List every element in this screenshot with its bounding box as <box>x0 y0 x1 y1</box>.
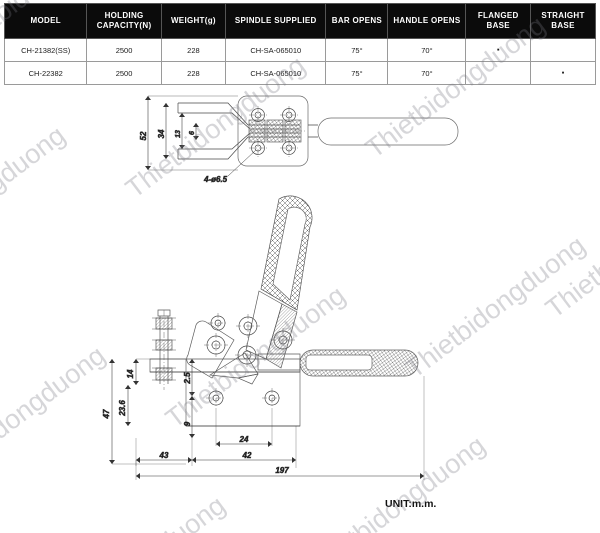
cell-straight-base: ▪ <box>530 61 596 85</box>
table-row: CH-22382 2500 228 CH-SA-065010 75° 70° ▪ <box>3 61 596 85</box>
dim-24-label: 24 <box>239 435 249 444</box>
column-header-holding-capacity-line2: CAPACITY(N) <box>96 21 152 30</box>
cell-flanged-base <box>465 61 532 85</box>
column-header-flanged-base: FLANGED BASE <box>465 3 532 39</box>
dim-9-label: 9 <box>183 421 192 426</box>
dim-47-label: 47 <box>102 409 111 419</box>
pivot-link-plate <box>208 352 259 385</box>
top-view-plan: 52 34 13 6 4-ø6.5 <box>139 95 459 184</box>
side-view-dimensions: 14 23.6 47 2.5 <box>102 358 425 480</box>
pivot-pins <box>204 313 295 367</box>
spindle-block-top-view <box>248 119 305 143</box>
horizontal-clamp-bar <box>257 349 419 377</box>
side-elevation-view: 14 23.6 47 2.5 <box>102 195 425 480</box>
dim-34-label: 34 <box>157 129 166 138</box>
column-header-holding-capacity: HOLDING CAPACITY(N) <box>86 3 162 39</box>
cell-model: CH-21382(SS) <box>3 38 88 62</box>
table-row: CH-21382(SS) 2500 228 CH-SA-065010 75° 7… <box>3 38 596 62</box>
cell-holding-capacity: 2500 <box>86 61 162 85</box>
cell-flanged-base: ▪ <box>465 38 532 62</box>
column-header-holding-capacity-line1: HOLDING <box>104 11 144 20</box>
handle-top-view <box>308 117 459 146</box>
dim-6-label: 6 <box>189 131 196 135</box>
column-header-straight-base: STRAIGHT BASE <box>530 3 596 39</box>
cell-holding-capacity: 2500 <box>86 38 162 62</box>
cell-weight: 228 <box>160 38 227 62</box>
column-header-handle-opens: HANDLE OPENS <box>387 3 467 39</box>
dim-52-label: 52 <box>139 131 148 140</box>
cell-weight: 228 <box>160 61 227 85</box>
top-view-dimensions: 52 34 13 6 4-ø6.5 <box>139 95 257 184</box>
dim-197-label: 197 <box>275 466 289 475</box>
toggle-clamp-technical-drawing: 52 34 13 6 4-ø6.5 <box>102 95 459 480</box>
cell-handle-opens: 70° <box>387 38 467 62</box>
cell-spindle-supplied: CH-SA-065010 <box>225 38 327 62</box>
dim-42-label: 42 <box>242 451 252 460</box>
column-header-weight: WEIGHT(g) <box>160 3 227 39</box>
cell-handle-opens: 70° <box>387 61 467 85</box>
dim-13-label: 13 <box>175 130 182 138</box>
cell-bar-opens: 75° <box>325 38 389 62</box>
column-header-model: MODEL <box>3 3 88 39</box>
column-header-spindle-supplied: SPINDLE SUPPLIED <box>225 3 327 39</box>
cell-model: CH-22382 <box>3 61 88 85</box>
dim-43-label: 43 <box>159 451 169 460</box>
cell-straight-base <box>530 38 596 62</box>
dim-14-label: 14 <box>126 369 135 378</box>
vertical-handle <box>260 195 313 311</box>
linkage-arm <box>186 320 235 379</box>
cell-spindle-supplied: CH-SA-065010 <box>225 61 327 85</box>
base-plate-side-view <box>149 358 301 427</box>
hole-note-label: 4-ø6.5 <box>203 175 228 184</box>
cell-bar-opens: 75° <box>325 61 389 85</box>
table-header-row: MODEL HOLDING CAPACITY(N) WEIGHT(g) SPIN… <box>3 3 596 39</box>
specification-table: MODEL HOLDING CAPACITY(N) WEIGHT(g) SPIN… <box>3 3 596 85</box>
spindle-assembly <box>152 309 176 390</box>
dim-236-label: 23.6 <box>118 400 127 417</box>
dim-25-label: 2.5 <box>183 372 192 385</box>
column-header-bar-opens: BAR OPENS <box>325 3 389 39</box>
unit-label: UNIT:m.m. <box>385 498 437 510</box>
